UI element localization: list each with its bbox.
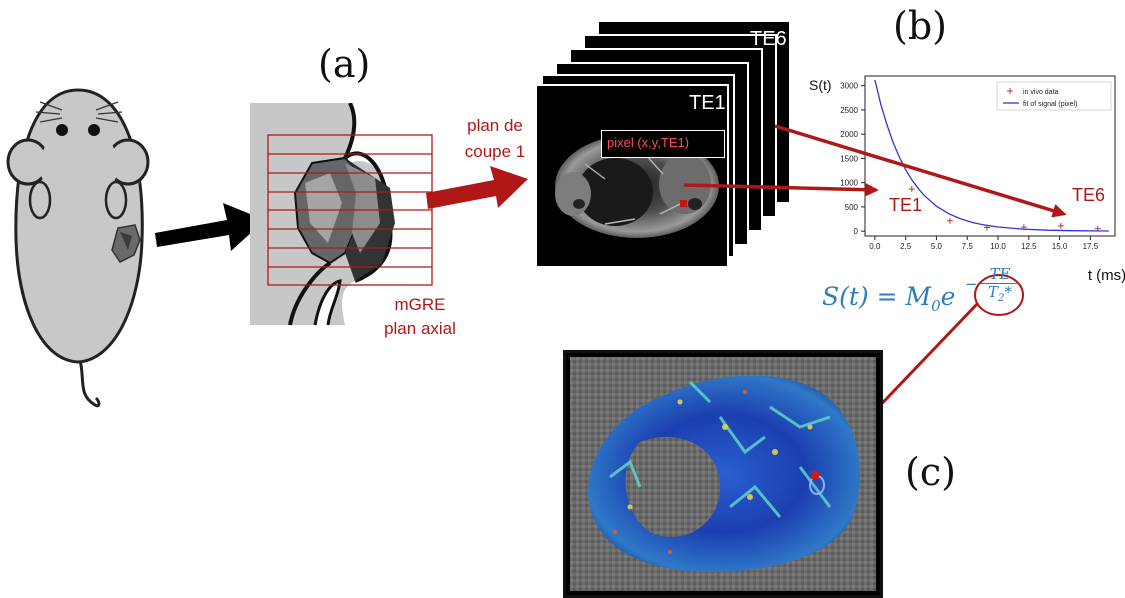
pixel-label: pixel (x,y,TE1) (607, 135, 690, 150)
data-point (983, 224, 990, 231)
formula-exp-den-star: * (1004, 283, 1012, 301)
t2star-map (563, 350, 883, 598)
tumor-slice-sketch (250, 103, 435, 326)
formula-exponent: − TE T2* (965, 266, 1025, 307)
y-tick-label: 500 (845, 203, 859, 212)
x-tick-label: 7.5 (962, 242, 974, 251)
data-point (1057, 222, 1064, 229)
legend-marker-data (1007, 88, 1013, 94)
te6-frame-label: TE6 (750, 28, 787, 50)
data-point (946, 217, 953, 224)
slice-label-line2: coupe 1 (464, 142, 526, 161)
panel-label-a: (a) (318, 42, 371, 86)
legend-label-data: in vivo data (1023, 89, 1059, 96)
data-point (1094, 225, 1101, 232)
mri-slice-image (555, 134, 719, 238)
plot-te6-label: TE6 (1072, 185, 1106, 205)
legend-box (996, 81, 1112, 111)
panel-label-b: (b) (893, 4, 947, 48)
slice-label: plan de coupe 1 (450, 113, 540, 165)
plot-te1-label: TE1 (889, 195, 923, 215)
x-axis-label: t (ms) (1088, 267, 1125, 284)
signal-formula: S(t) = M0e (822, 282, 955, 315)
formula-lhs: S(t) = M (822, 282, 932, 311)
y-axis-label: S(t) (809, 77, 832, 93)
sequence-label: mGRE plan axial (365, 293, 475, 341)
formula-exp-den-sub: 2 (998, 293, 1005, 304)
arrow-slice-to-stack (426, 166, 528, 209)
sequence-label-line2: plan axial (384, 319, 456, 338)
panel-label-c: (c) (905, 450, 956, 494)
x-tick-label: 15.0 (1052, 242, 1068, 251)
te1-frame-label: TE1 (689, 92, 726, 114)
t2star-map-image (570, 357, 876, 591)
x-tick-label: 5.0 (931, 242, 943, 251)
y-tick-label: 2000 (840, 130, 858, 139)
formula-m0-sub: 0 (931, 297, 941, 315)
y-tick-label: 0 (854, 227, 859, 236)
arrow-mouse-to-slice (155, 203, 265, 251)
formula-minus: − (965, 275, 978, 293)
x-tick-label: 17.5 (1083, 242, 1099, 251)
data-point (1020, 224, 1027, 231)
mri-stack: pixel (x,y,TE1) TE1 TE6 (535, 20, 800, 270)
formula-e: e (940, 282, 956, 311)
pixel-marker (680, 200, 687, 207)
y-tick-label: 3000 (840, 82, 858, 91)
pixel-label-box (601, 130, 725, 158)
formula-exp-denominator: T2* (975, 284, 1025, 307)
sequence-label-line1: mGRE (394, 295, 446, 314)
x-tick-label: 0.0 (869, 242, 881, 251)
slice-label-line1: plan de (467, 116, 523, 135)
formula-exp-numerator: TE (981, 266, 1019, 284)
x-tick-label: 2.5 (900, 242, 912, 251)
y-tick-label: 1000 (840, 179, 858, 188)
signal-decay-chart: 0 500 1000 1500 2000 2500 3000 0.0 2.5 5.0 7.5 10.0… (809, 75, 1125, 284)
y-tick-label: 1500 (840, 154, 858, 163)
echo-frame-1: pixel (x,y,TE1) TE1 (535, 84, 729, 268)
legend-label-fit: fit of signal (pixel) (1023, 101, 1077, 108)
x-tick-label: 10.0 (990, 242, 1006, 251)
formula-exp-den: T (988, 283, 999, 301)
mouse-illustration (6, 88, 150, 408)
x-tick-label: 12.5 (1021, 242, 1037, 251)
y-tick-label: 2500 (840, 106, 858, 115)
